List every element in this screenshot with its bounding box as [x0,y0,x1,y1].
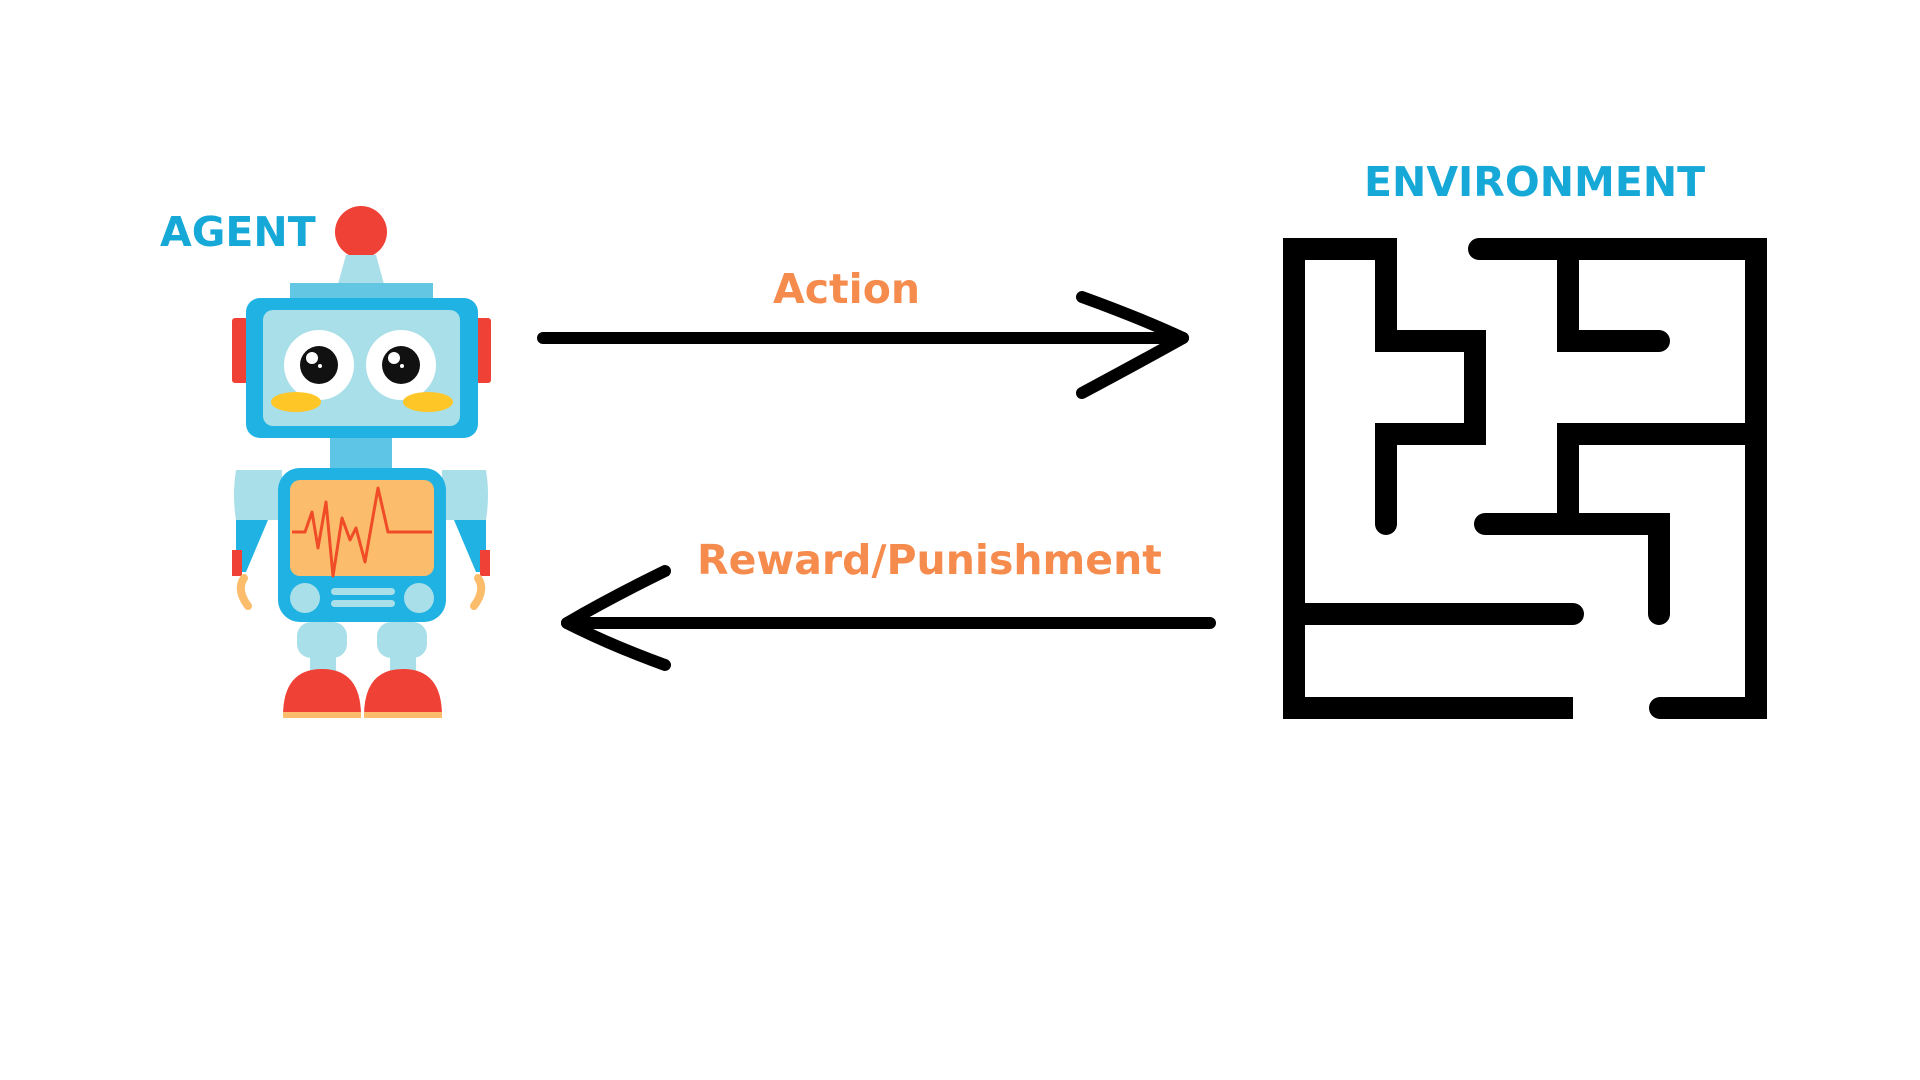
reward-punishment-label: Reward/Punishment [697,536,1162,584]
environment-label: ENVIRONMENT [1364,158,1705,206]
action-arrow [537,291,1189,399]
agent-label: AGENT [160,208,316,256]
robot-icon [232,206,491,718]
action-label: Action [773,265,920,313]
maze-icon [1283,238,1767,719]
reward-punishment-arrow [561,565,1216,671]
